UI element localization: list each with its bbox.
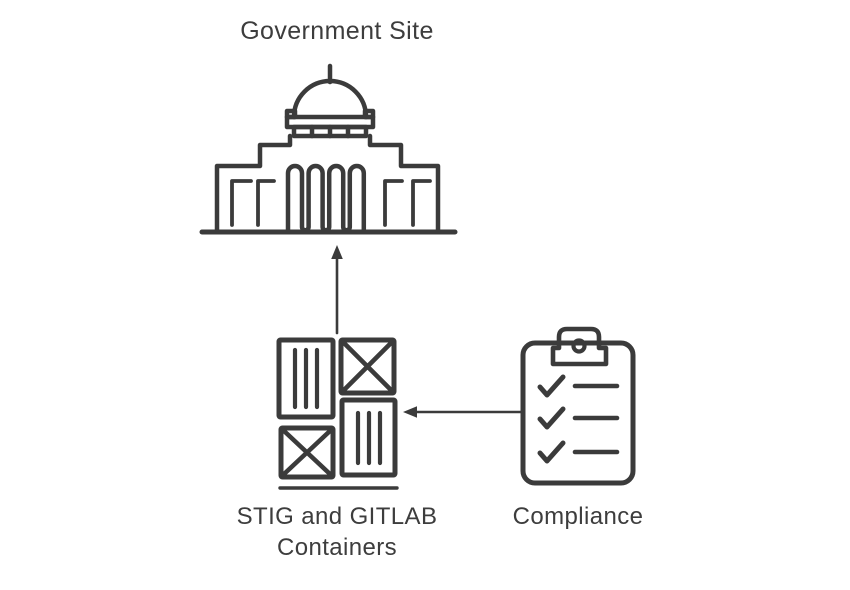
crate-cross: [280, 427, 334, 478]
crate-slatted: [276, 337, 336, 420]
government-building-icon: [199, 63, 458, 235]
building-cornice-tab-right: [362, 108, 376, 120]
building-cornice-tab-left: [284, 108, 298, 120]
crate-crossed: [338, 337, 397, 396]
checkmark-icon: [537, 374, 566, 398]
crate-slats: [292, 347, 320, 410]
building-columns: [285, 163, 367, 234]
building-balustrade-dividers: [309, 124, 351, 139]
building-window: [383, 179, 404, 227]
shipping-crates-icon: [276, 337, 399, 490]
building-left-wing: [214, 133, 293, 234]
clipboard-clip: [550, 326, 609, 367]
building-dome: [291, 78, 369, 120]
checkmark-icon: [537, 440, 566, 464]
building-right-wing: [367, 133, 441, 234]
clipboard-checklist-icon: [520, 326, 636, 486]
clipboard-body: [520, 340, 636, 486]
crate-crossed: [278, 425, 336, 480]
containers-label: STIG and GITLAB Containers: [177, 501, 497, 563]
containers-label-line1: STIG and GITLAB: [236, 503, 438, 530]
building-window: [230, 179, 253, 227]
clipboard-clip-hole: [571, 338, 587, 354]
building-window: [256, 179, 276, 227]
crate-slatted: [339, 397, 398, 478]
arrow-up-icon: [331, 245, 343, 335]
government-site-label: Government Site: [240, 17, 434, 45]
containers-label-line2: Containers: [276, 534, 398, 561]
crate-cross: [340, 339, 395, 394]
checkmark-icon: [537, 406, 566, 430]
crate-slats: [355, 410, 383, 466]
building-window: [411, 179, 432, 227]
arrow-left-icon: [403, 406, 526, 418]
compliance-label: Compliance: [512, 503, 644, 530]
